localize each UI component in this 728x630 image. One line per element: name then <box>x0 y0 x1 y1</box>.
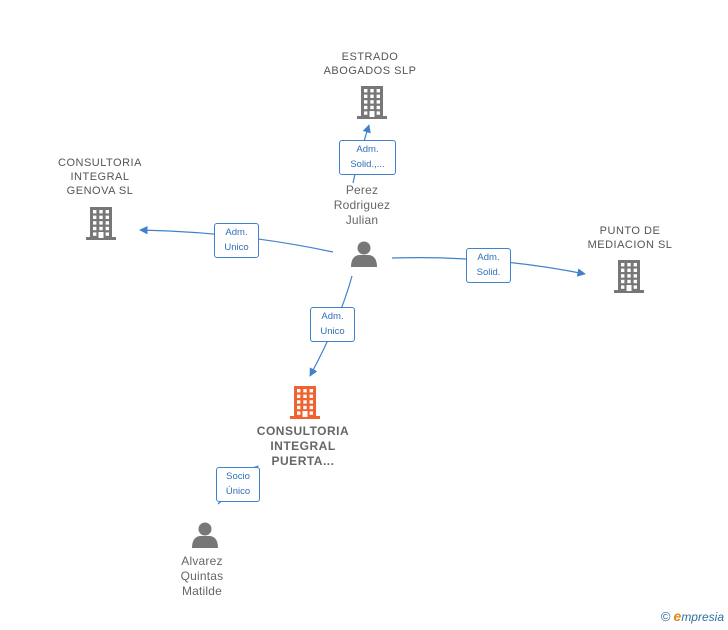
node-label-alvarez-quintas[interactable]: Alvarez Quintas Matilde <box>180 554 224 598</box>
person-icon-perez[interactable] <box>351 241 377 268</box>
node-label-consultoria-genova[interactable]: CONSULTORIA INTEGRAL GENOVA SL <box>58 157 142 197</box>
node-label-punto-mediacion[interactable]: PUNTO DE MEDIACION SL <box>587 225 673 251</box>
building-icon-estrado[interactable] <box>357 86 387 119</box>
building-icon-puerta[interactable] <box>290 386 320 419</box>
edge-label-perez-punto[interactable]: Adm. Solid. <box>466 248 511 283</box>
building-icon-punto[interactable] <box>614 260 644 293</box>
node-label-perez-rodriguez[interactable]: Perez Rodriguez Julian <box>333 183 391 227</box>
copyright-icon: © <box>660 609 671 624</box>
building-icon-genova[interactable] <box>86 207 116 240</box>
edge-label-alvarez-puerta[interactable]: Socio Único <box>216 467 260 502</box>
edge-label-perez-puerta[interactable]: Adm. Unico <box>310 307 355 342</box>
node-label-estrado-abogados[interactable]: ESTRADO ABOGADOS SLP <box>323 51 417 77</box>
footer-brand: ©empresia <box>661 608 724 624</box>
brand-name: mpresia <box>681 610 724 624</box>
edge-label-perez-estrado[interactable]: Adm. Solid.,... <box>339 140 396 175</box>
edge-label-perez-genova[interactable]: Adm. Unico <box>214 223 259 258</box>
person-icon-alvarez[interactable] <box>192 522 218 549</box>
brand-logo-icon: e <box>673 608 682 624</box>
node-label-consultoria-puerta[interactable]: CONSULTORIA INTEGRAL PUERTA... <box>256 424 350 468</box>
